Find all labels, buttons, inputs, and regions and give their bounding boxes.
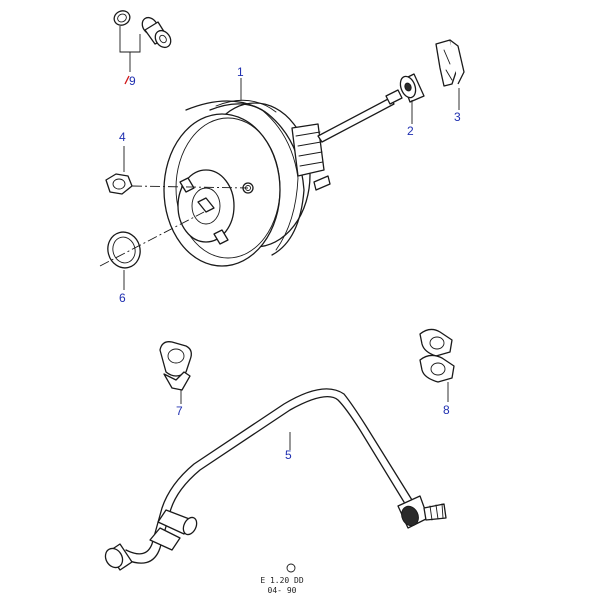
centerline-4: [131, 185, 249, 189]
callout-4: 4: [119, 130, 126, 144]
part-9-grommet: [141, 16, 172, 49]
part-4-nut: [105, 173, 133, 195]
callout-8: 8: [443, 403, 450, 417]
callout-1: 1: [237, 65, 244, 79]
callout-2: 2: [407, 124, 414, 138]
part-8-clip: [419, 328, 455, 383]
drawing-code: E 1.20 DD: [260, 576, 304, 585]
copyright-circle: [286, 563, 296, 573]
part-1-brake-booster: [163, 89, 403, 267]
part-9-leader: [119, 26, 141, 85]
drawing-date: 04- 90: [267, 586, 297, 595]
part-6-o-ring: [107, 231, 141, 269]
part-2-bush: [399, 73, 425, 103]
callout-6: 6: [119, 291, 126, 305]
centerline-6: [99, 211, 205, 267]
part-5-vacuum-hose: [104, 388, 447, 571]
callout-9: 9: [129, 74, 136, 88]
callout-3: 3: [454, 110, 461, 124]
part-3-clip: [435, 39, 465, 87]
callout-5: 5: [285, 448, 292, 462]
part-7-clip: [159, 341, 192, 391]
part-9-seal-ring: [113, 10, 131, 26]
callout-7: 7: [176, 404, 183, 418]
